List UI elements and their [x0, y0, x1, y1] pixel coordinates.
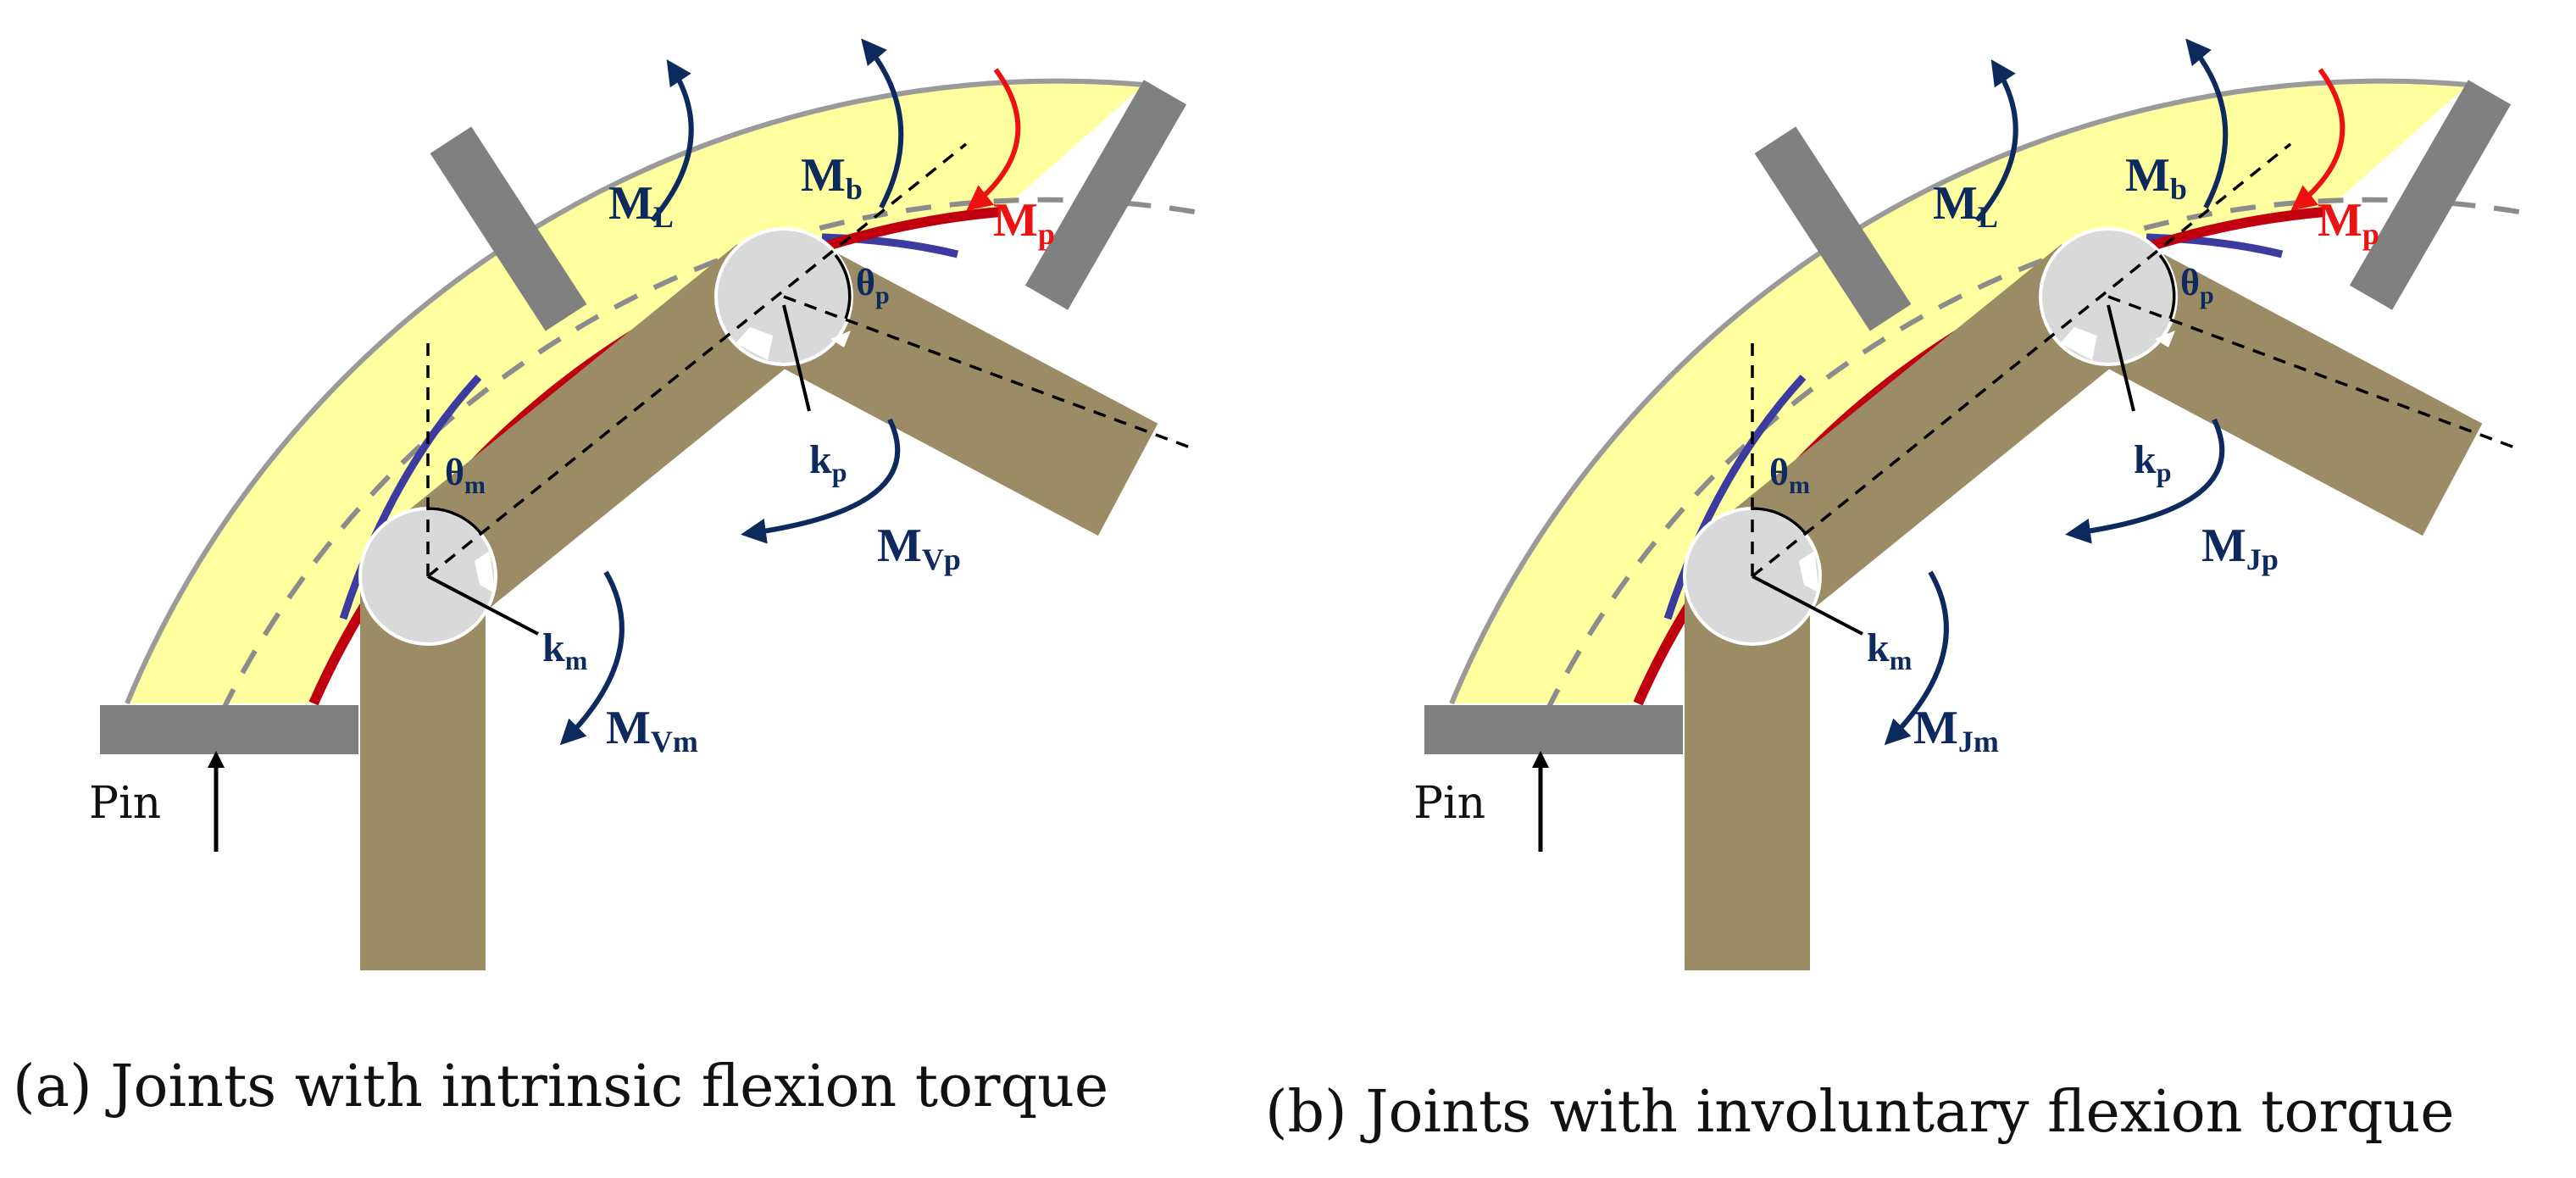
label-mp: Mp [993, 194, 1055, 251]
label-proximal-moment: MVp [877, 520, 961, 576]
panel-b: ML Mb Mp θp θm kp km MJp MJm Pin (b) Joi… [1265, 42, 2519, 1146]
label-mb: Mb [2125, 149, 2187, 206]
label-km: km [542, 625, 588, 675]
label-theta-p: θp [2180, 262, 2214, 309]
label-kp: kp [809, 437, 847, 487]
panel-a: ML Mb Mp θp θm kp km MVp MVm Pin (a) Joi… [13, 42, 1195, 1120]
label-metacarpal-moment: MVm [606, 702, 698, 758]
label-theta-p: θp [856, 262, 890, 309]
label-kp: kp [2134, 437, 2172, 487]
label-ml: ML [1933, 177, 1998, 234]
label-proximal-moment: MJp [2201, 520, 2279, 576]
caption-b: (b) Joints with involuntary flexion torq… [1265, 1079, 2455, 1146]
label-mb: Mb [801, 149, 863, 206]
label-mp: Mp [2318, 194, 2379, 251]
label-metacarpal-moment: MJm [1913, 702, 1999, 758]
pin-label: Pin [89, 778, 161, 829]
label-theta-m: θm [1769, 452, 1810, 499]
label-theta-m: θm [445, 452, 486, 499]
pin-label: Pin [1413, 778, 1485, 829]
label-km: km [1867, 625, 1913, 675]
caption-a: (a) Joints with intrinsic flexion torque [13, 1053, 1108, 1120]
label-ml: ML [608, 177, 674, 234]
